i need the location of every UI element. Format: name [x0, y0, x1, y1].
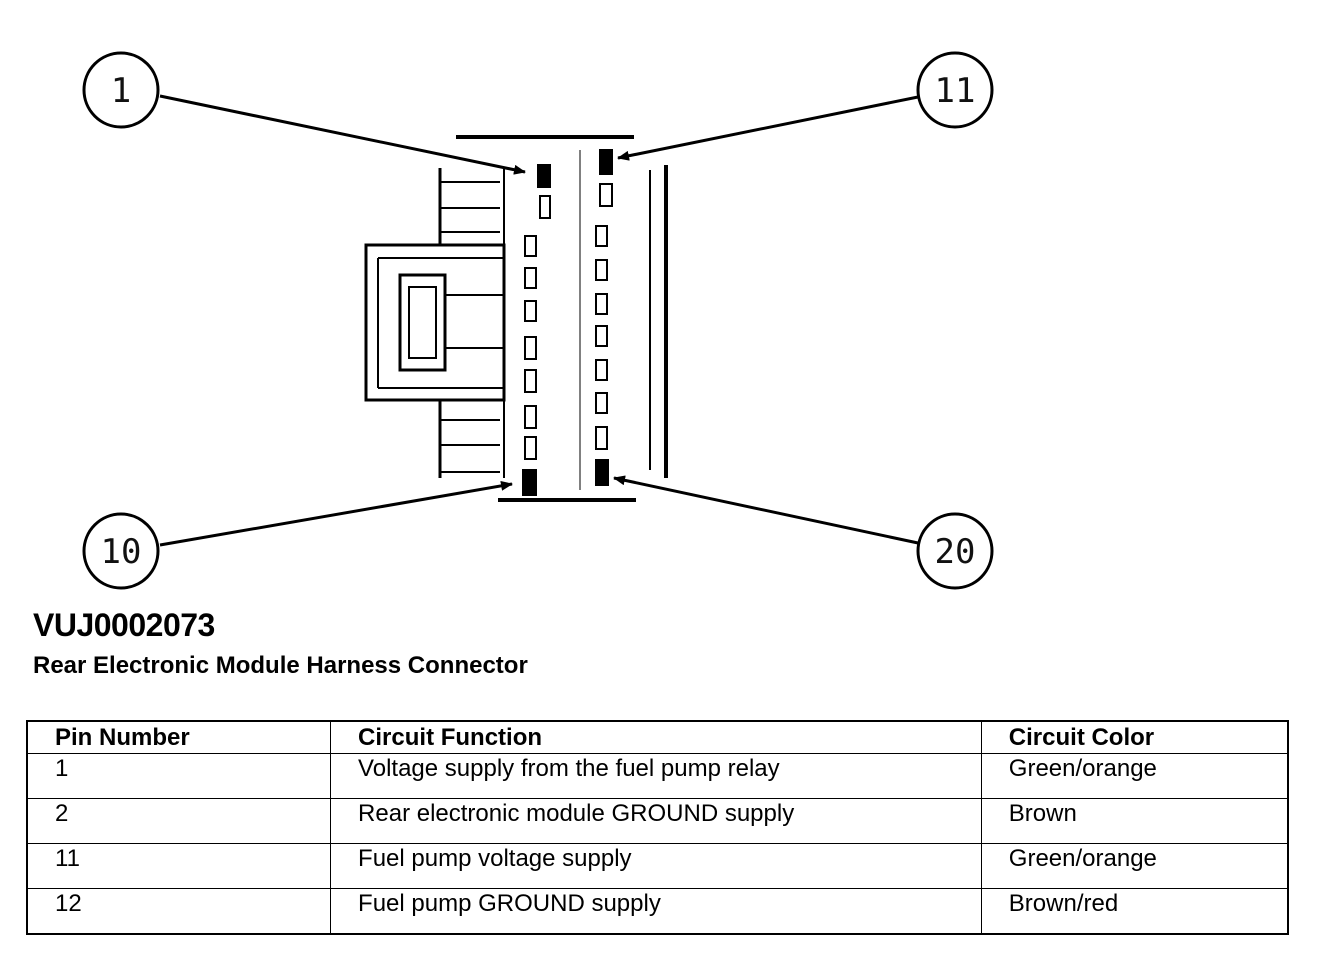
- callout-1: 1: [82, 51, 160, 129]
- pin-number-cell: 11: [26, 843, 332, 889]
- table-row: 1 Voltage supply from the fuel pump rela…: [26, 753, 1289, 799]
- circuit-color-cell: Green/orange: [980, 843, 1289, 889]
- table-row: 11 Fuel pump voltage supply Green/orange: [26, 843, 1289, 889]
- svg-text:11: 11: [935, 71, 976, 111]
- svg-text:20: 20: [935, 532, 976, 572]
- arrow-pin-1: [159, 94, 526, 175]
- pin-15: [595, 293, 608, 315]
- svg-text:10: 10: [101, 532, 142, 572]
- pin-3: [524, 235, 537, 257]
- header-pin-number: Pin Number: [26, 720, 332, 754]
- circuit-function-cell: Voltage supply from the fuel pump relay: [330, 753, 982, 799]
- diagram-caption: Rear Electronic Module Harness Connector: [33, 652, 528, 679]
- pin-19: [595, 426, 608, 450]
- arrow-pin-10: [159, 480, 513, 547]
- pin-12: [599, 183, 613, 207]
- connector-body: [364, 135, 668, 502]
- header-circuit-function: Circuit Function: [330, 720, 982, 754]
- pin-6: [524, 336, 537, 360]
- pin-20: [595, 459, 609, 486]
- pin-5: [524, 300, 537, 322]
- pin-number-cell: 12: [26, 888, 332, 935]
- header-circuit-color: Circuit Color: [980, 720, 1289, 754]
- pin-9: [524, 436, 537, 460]
- pin-16: [595, 325, 608, 347]
- pin-11: [599, 149, 613, 175]
- pin-8: [524, 405, 537, 429]
- pin-function-table: Pin Number Circuit Function Circuit Colo…: [26, 720, 1289, 935]
- pin-2: [539, 195, 551, 219]
- circuit-color-cell: Brown: [980, 798, 1289, 844]
- circuit-color-cell: Green/orange: [980, 753, 1289, 799]
- pin-14: [595, 259, 608, 281]
- callout-20: 20: [916, 512, 994, 590]
- pin-18: [595, 392, 608, 414]
- arrow-pin-11: [617, 95, 919, 161]
- connector-diagram: 1 11 10 20: [82, 51, 994, 590]
- callout-11: 11: [916, 51, 994, 129]
- table-header-row: Pin Number Circuit Function Circuit Colo…: [26, 720, 1289, 754]
- table-row: 12 Fuel pump GROUND supply Brown/red: [26, 888, 1289, 935]
- pin-number-cell: 1: [26, 753, 332, 799]
- pin-column-a: [522, 164, 551, 496]
- arrow-pin-20: [613, 475, 919, 545]
- pin-7: [524, 369, 537, 393]
- pin-13: [595, 225, 608, 247]
- pin-column-b: [595, 149, 613, 486]
- circuit-function-cell: Rear electronic module GROUND supply: [330, 798, 982, 844]
- callout-10: 10: [82, 512, 160, 590]
- pin-17: [595, 359, 608, 381]
- circuit-function-cell: Fuel pump voltage supply: [330, 843, 982, 889]
- pin-1: [537, 164, 551, 188]
- reference-code: VUJ0002073: [33, 607, 215, 643]
- table-row: 2 Rear electronic module GROUND supply B…: [26, 798, 1289, 844]
- svg-text:1: 1: [111, 71, 131, 111]
- pin-number-cell: 2: [26, 798, 332, 844]
- pin-4: [524, 267, 537, 289]
- circuit-color-cell: Brown/red: [980, 888, 1289, 935]
- leader-arrows: [159, 94, 919, 547]
- pin-10: [522, 469, 537, 496]
- circuit-function-cell: Fuel pump GROUND supply: [330, 888, 982, 935]
